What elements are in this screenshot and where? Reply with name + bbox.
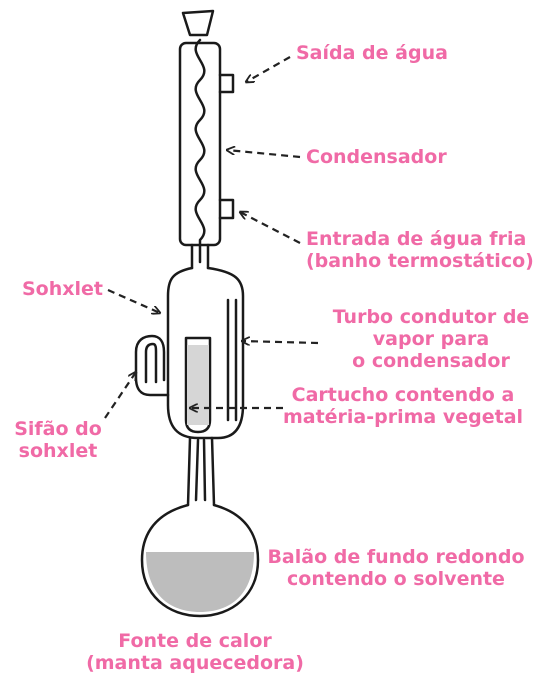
label-tubo-vapor-line2: vapor para <box>372 328 490 350</box>
label-sifao: Sifão do sohxlet <box>8 418 108 462</box>
solvent <box>146 552 254 612</box>
siphon-tube-inner <box>144 342 158 384</box>
label-entrada-agua-line2: (banho termostático) <box>306 250 534 272</box>
vapor-tube <box>226 298 238 422</box>
arrow-entrada-agua <box>240 212 301 244</box>
arrow-tubo-vapor <box>242 341 319 343</box>
label-sohxlet: Sohxlet <box>22 278 104 300</box>
thimble-fill <box>187 345 209 425</box>
label-cartucho-line1: Cartucho contendo a <box>291 384 515 406</box>
label-condensador: Condensador <box>306 146 447 168</box>
arrow-sifao <box>104 372 136 419</box>
stem-inner <box>194 438 207 502</box>
condenser-jacket <box>178 41 222 247</box>
siphon-tube <box>134 334 170 397</box>
extractor-stem <box>186 436 216 507</box>
condenser-top-opening <box>181 9 215 37</box>
label-sifao-line1: Sifão do <box>14 418 102 440</box>
condenser-coil <box>194 38 206 264</box>
label-balao: Balão de fundo redondo contendo o solven… <box>256 546 536 590</box>
label-cartucho: Cartucho contendo a matéria-prima vegeta… <box>272 384 534 428</box>
label-cartucho-line2: matéria-prima vegetal <box>282 406 524 428</box>
label-fonte-calor: Fonte de calor (manta aquecedora) <box>70 630 320 674</box>
label-fonte-calor-line1: Fonte de calor <box>118 630 272 652</box>
label-balao-line2: contendo o solvente <box>287 568 505 590</box>
label-saida-agua: Saída de água <box>296 42 448 64</box>
label-balao-line1: Balão de fundo redondo <box>267 546 525 568</box>
label-fonte-calor-line2: (manta aquecedora) <box>86 652 304 674</box>
water-inlet-port <box>218 198 235 220</box>
thimble-outline <box>184 336 212 434</box>
label-sifao-line2: sohxlet <box>18 440 98 462</box>
arrow-saida-agua <box>246 56 291 82</box>
extractor-body <box>166 266 245 440</box>
arrow-condensador <box>227 150 301 159</box>
arrow-sohxlet <box>107 288 160 313</box>
label-tubo-vapor-line1: Turbo condutor de <box>332 306 530 328</box>
condenser-neck <box>190 243 210 270</box>
label-entrada-agua-line1: Entrada de água fria <box>306 228 527 250</box>
water-outlet-port <box>218 73 235 94</box>
label-entrada-agua: Entrada de água fria (banho termostático… <box>306 228 534 272</box>
round-bottom-flask <box>140 503 260 618</box>
label-tubo-vapor-line3: o condensador <box>352 350 510 372</box>
label-tubo-vapor: Turbo condutor de vapor para o condensad… <box>322 306 540 372</box>
